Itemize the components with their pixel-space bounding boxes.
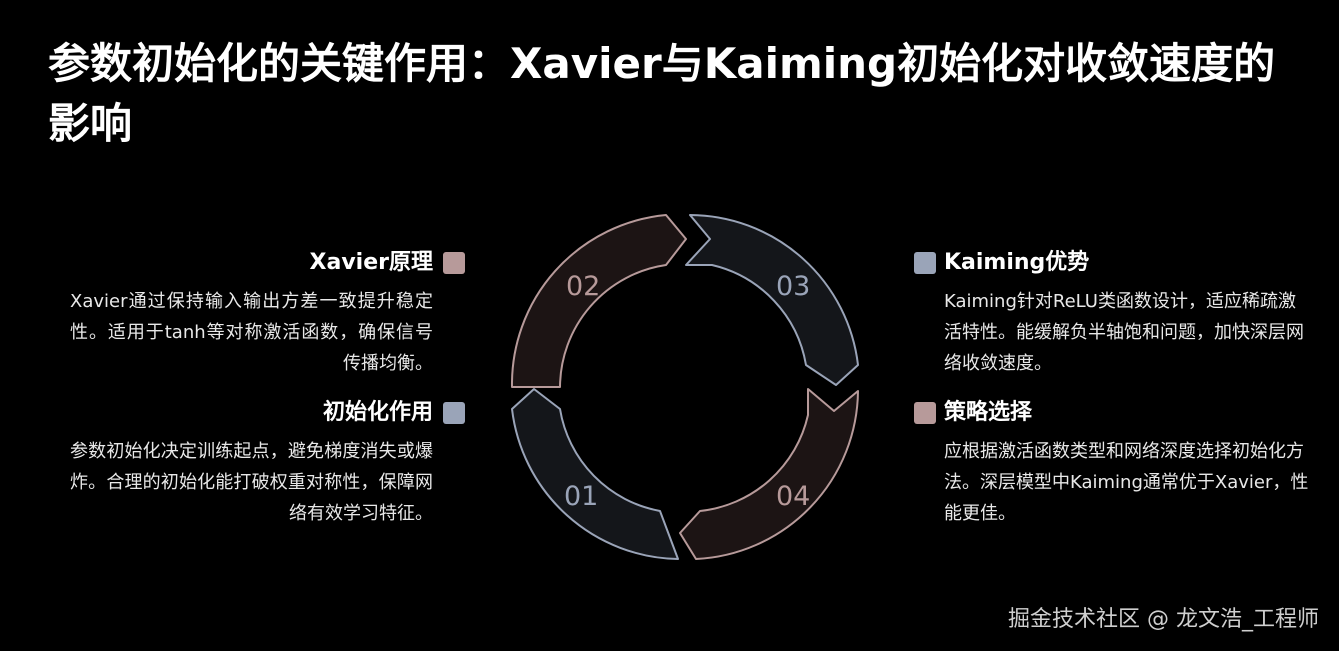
strategy-description: 应根据激活函数类型和网络深度选择初始化方法。深层模型中Kaiming通常优于Xa…	[944, 441, 1309, 524]
xavier-section: Xavier原理 Xavier通过保持输入输出方差一致提升稳定性。适用于tanh…	[70, 248, 465, 379]
strategy-heading-label: 策略选择	[944, 400, 1033, 425]
strategy-section: 策略选择 应根据激活函数类型和网络深度选择初始化方法。深层模型中Kaiming通…	[914, 398, 1309, 529]
kaiming-section: Kaiming优势 Kaiming针对ReLU类函数设计，适应稀疏激活特性。能缓…	[914, 248, 1309, 379]
cycle-label-02: 02	[566, 271, 600, 302]
pink-square-icon	[914, 402, 936, 424]
blue-square-icon	[914, 252, 936, 274]
cycle-segment-04	[679, 388, 859, 560]
cycle-segment-03	[685, 214, 859, 386]
xavier-heading: Xavier原理	[70, 248, 465, 278]
cycle-diagram: 02 03 01 04	[510, 214, 859, 560]
cycle-segment-02	[510, 214, 687, 388]
cycle-label-01: 01	[564, 481, 598, 512]
xavier-heading-label: Xavier原理	[309, 250, 433, 275]
kaiming-description: Kaiming针对ReLU类函数设计，适应稀疏激活特性。能缓解负半轴饱和问题，加…	[944, 291, 1304, 374]
pink-square-icon	[443, 252, 465, 274]
strategy-heading: 策略选择	[914, 398, 1309, 428]
xavier-description: Xavier通过保持输入输出方差一致提升稳定性。适用于tanh等对称激活函数，确…	[70, 291, 433, 374]
kaiming-heading: Kaiming优势	[914, 248, 1309, 278]
init-role-section: 初始化作用 参数初始化决定训练起点，避免梯度消失或爆炸。合理的初始化能打破权重对…	[70, 398, 465, 529]
watermark: 掘金技术社区 @ 龙文浩_工程师	[1008, 607, 1319, 632]
kaiming-heading-label: Kaiming优势	[944, 250, 1090, 275]
cycle-label-04: 04	[776, 481, 810, 512]
cycle-label-03: 03	[776, 271, 810, 302]
page-title: 参数初始化的关键作用：Xavier与Kaiming初始化对收敛速度的影响	[48, 39, 1276, 148]
init-role-heading-label: 初始化作用	[322, 400, 433, 425]
cycle-segment-01	[511, 388, 679, 560]
blue-square-icon	[443, 402, 465, 424]
init-role-heading: 初始化作用	[70, 398, 465, 428]
init-role-description: 参数初始化决定训练起点，避免梯度消失或爆炸。合理的初始化能打破权重对称性，保障网…	[70, 441, 433, 524]
